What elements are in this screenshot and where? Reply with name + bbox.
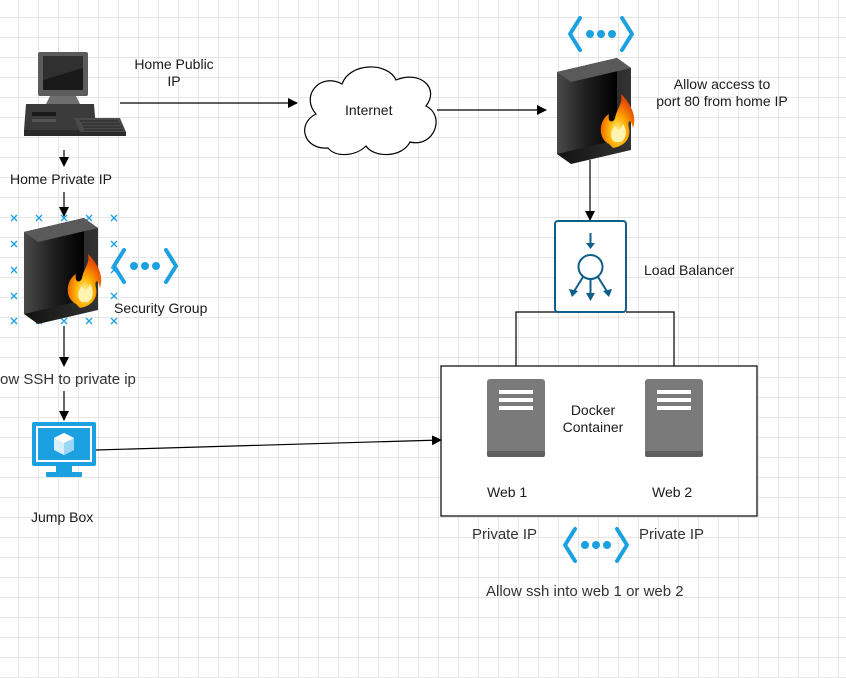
- allow-access-label: Allow access to port 80 from home IP: [656, 76, 788, 109]
- security-group-vnet-icon: [112, 248, 178, 284]
- private-ip-label-2: Private IP: [639, 526, 705, 543]
- docker-container-label: Docker Container: [562, 402, 624, 435]
- virtual-machine-icon: [32, 422, 96, 477]
- web2-server-icon: [645, 379, 703, 457]
- arrow-lb-to-web1: [511, 311, 560, 377]
- connectors: [59, 98, 679, 451]
- security-group-firewall-icon: [24, 218, 102, 324]
- security-group-label: Security Group: [114, 300, 208, 316]
- load-balancer-label: Load Balancer: [644, 262, 735, 278]
- web2-label: Web 2: [652, 484, 693, 500]
- allow-ssh-web-label: Allow ssh into web 1 or web 2: [486, 583, 684, 600]
- allow-ssh-private-ip-label: ow SSH to private ip: [0, 371, 136, 388]
- web1-server-icon: [487, 379, 545, 457]
- arrow-lb-to-web2: [626, 311, 679, 377]
- firewall-icon: [557, 58, 635, 164]
- selection-handles: [10, 214, 118, 325]
- desktop-computer-icon: [24, 52, 126, 136]
- virtual-network-icon: [568, 16, 634, 52]
- private-ip-vnet-icon: [563, 527, 629, 563]
- load-balancer-icon: [554, 220, 627, 313]
- private-ip-label-1: Private IP: [472, 526, 538, 543]
- home-private-ip-label: Home Private IP: [10, 171, 112, 187]
- arrow-jump-box-to-container: [95, 435, 442, 451]
- cloud-icon: [304, 66, 437, 156]
- web1-label: Web 1: [487, 484, 528, 500]
- internet-label: Internet: [345, 102, 393, 118]
- jump-box-label: Jump Box: [31, 509, 94, 525]
- home-public-ip-label: Home Public IP: [134, 56, 214, 89]
